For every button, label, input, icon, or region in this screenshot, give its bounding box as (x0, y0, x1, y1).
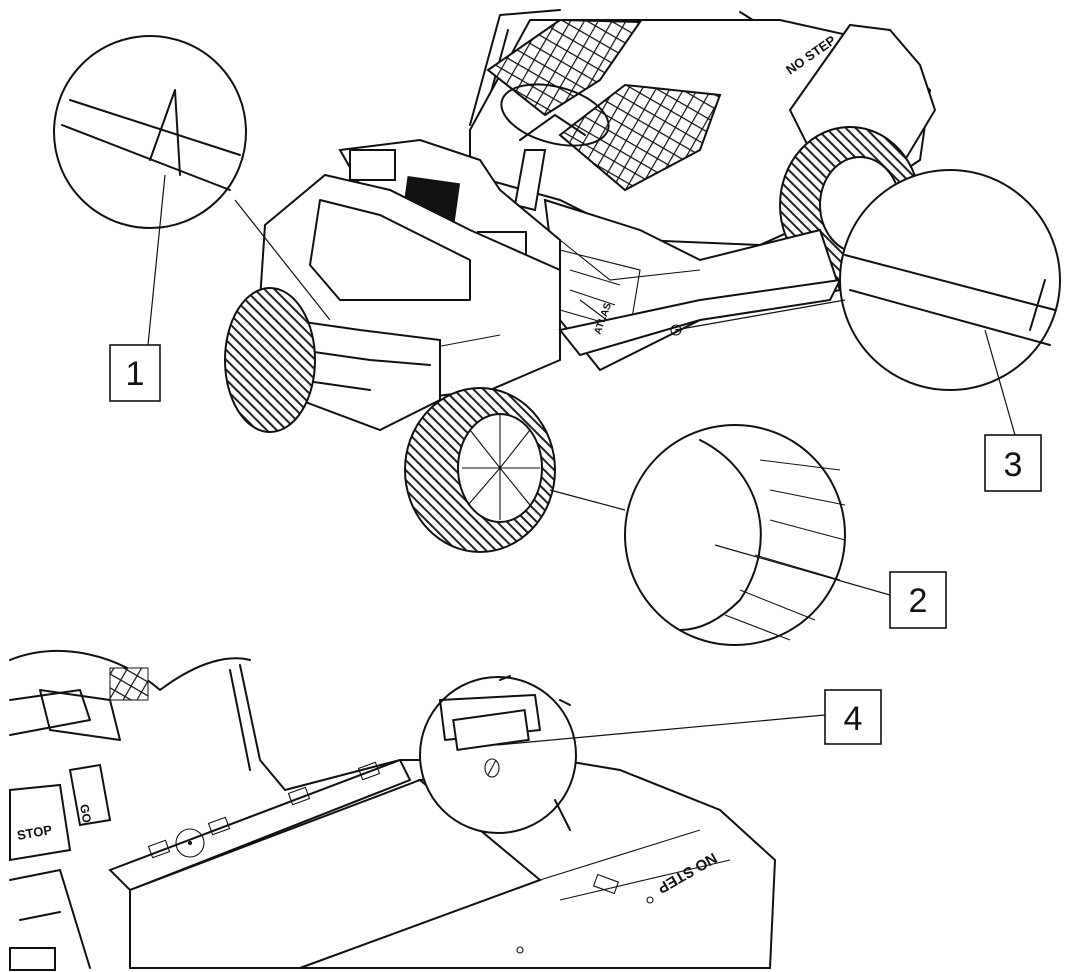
stop-decal: STOP (16, 822, 54, 843)
callout-1-label: 1 (126, 355, 145, 393)
callout-3: 3 (670, 169, 1061, 492)
rear-deck-detail: STOP GO NO STEP (9, 650, 777, 971)
callout-2-label: 2 (909, 582, 928, 620)
callout-2: 2 (549, 424, 947, 646)
vehicle-body: NO STEP ATLAS (224, 9, 937, 553)
callout-4-label: 4 (844, 700, 863, 738)
callout-4: 4 (175, 675, 882, 858)
go-decal: GO (77, 803, 94, 824)
callout-1: 1 (53, 35, 331, 402)
callout-3-label: 3 (1004, 446, 1023, 484)
